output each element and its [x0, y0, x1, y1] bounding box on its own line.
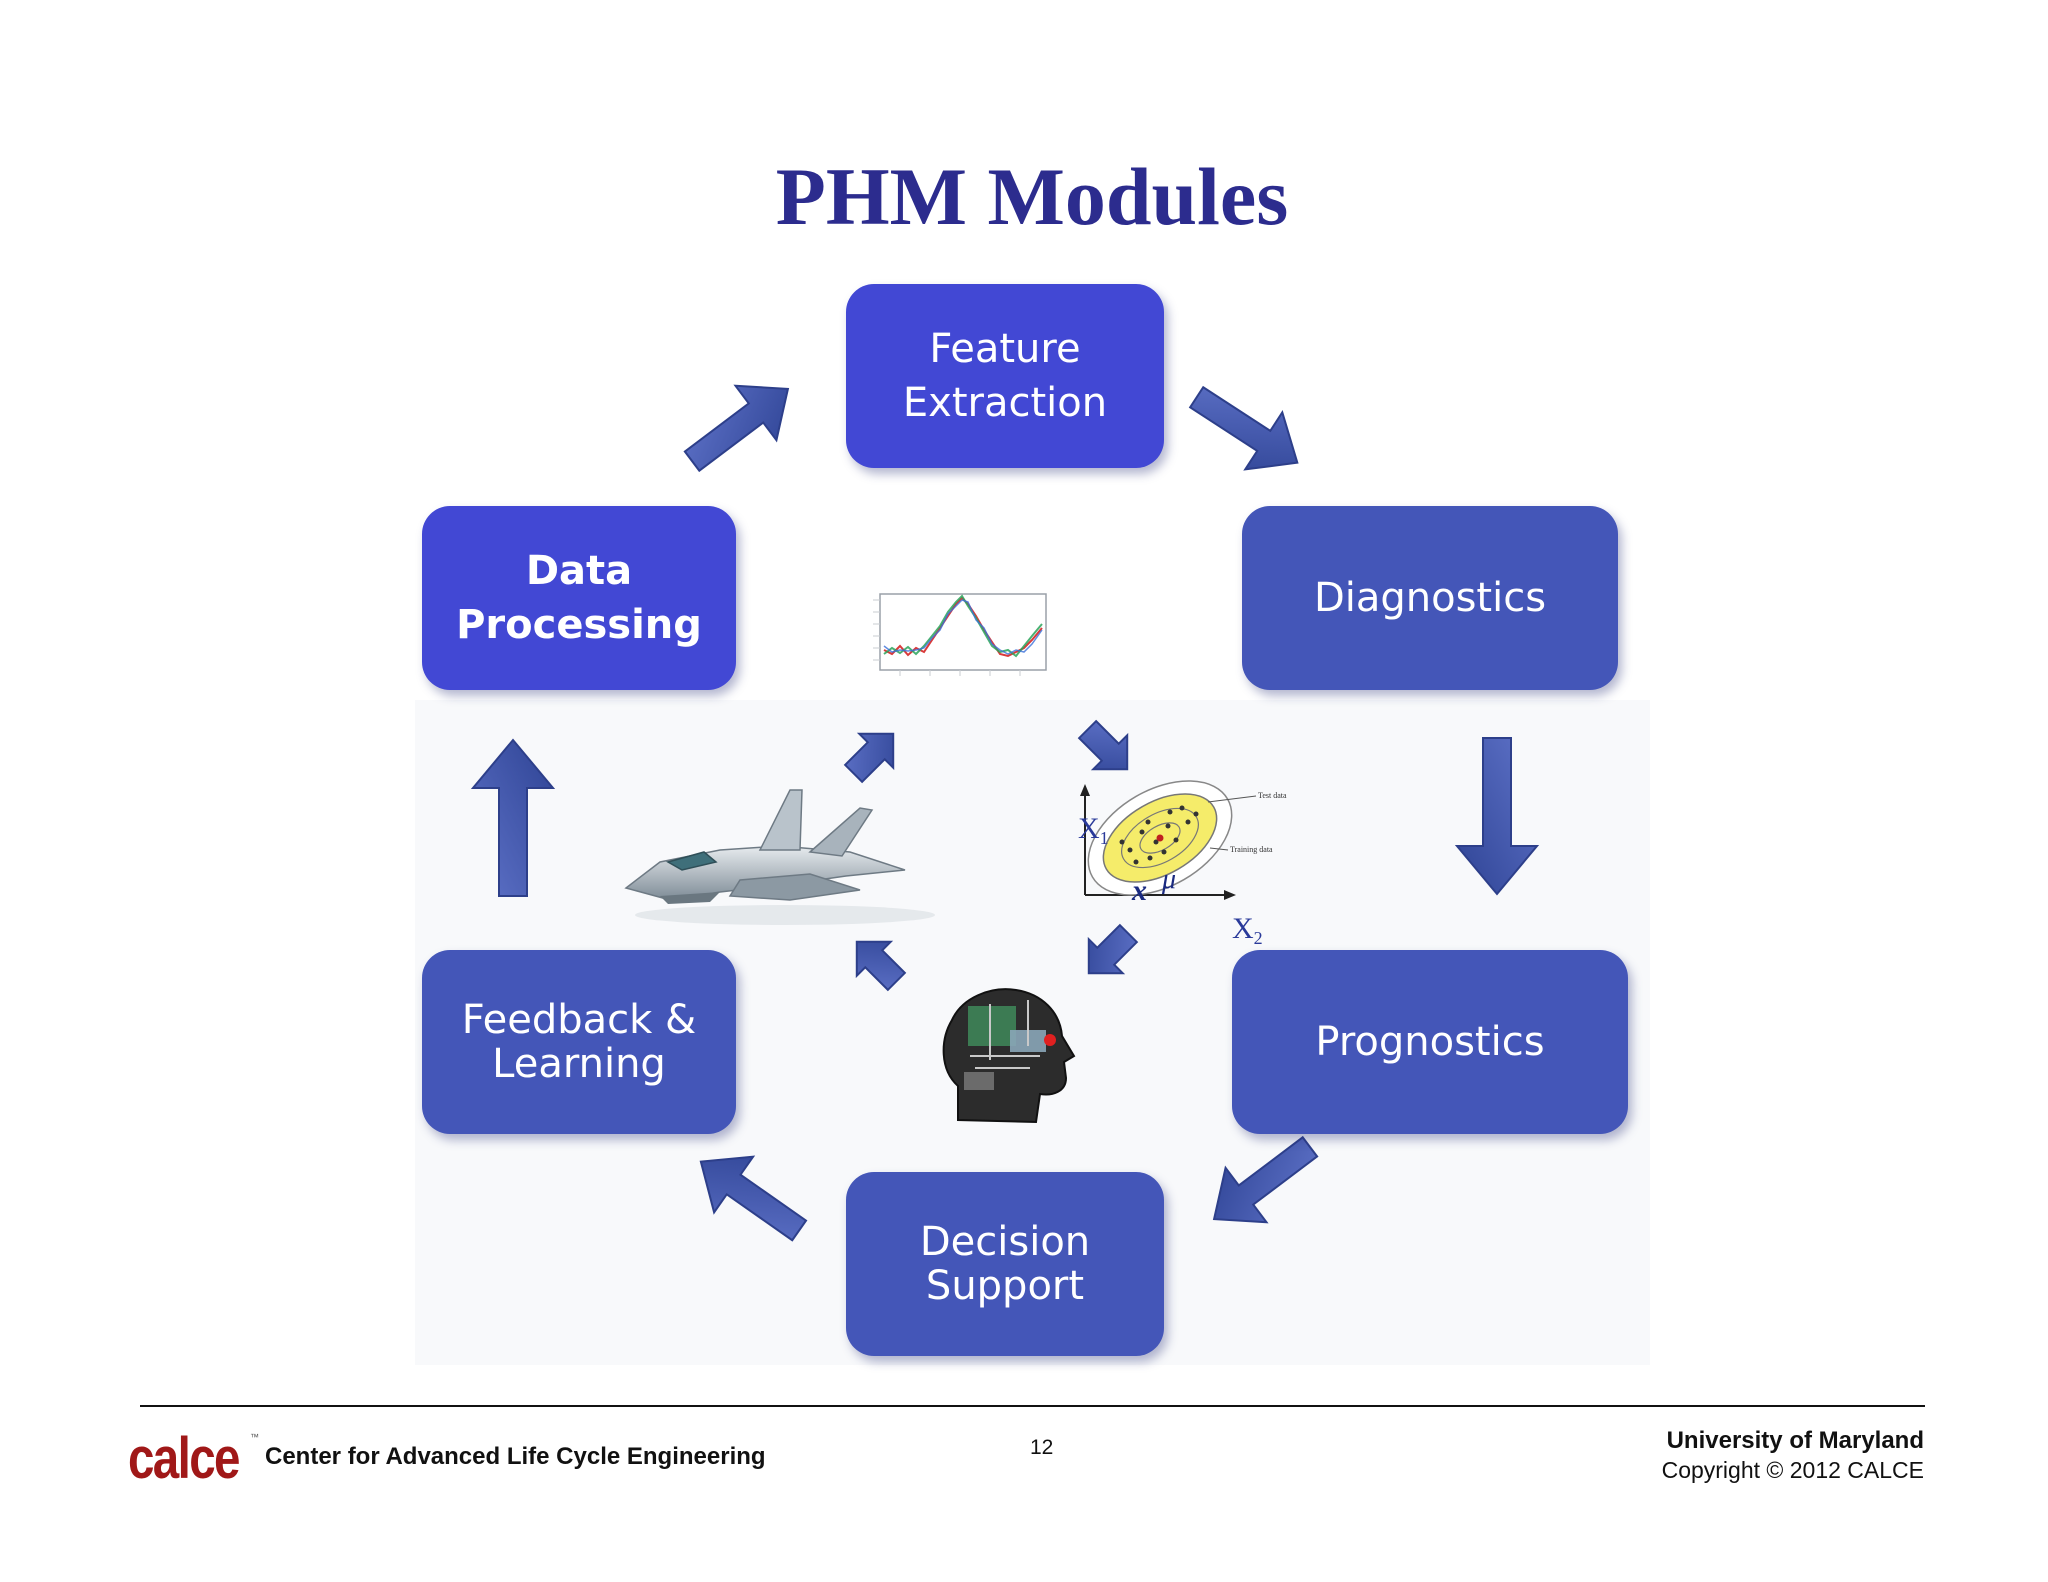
scatter-x1-label: X1 [1078, 812, 1109, 848]
signal-plot-thumbnail [873, 593, 1047, 676]
arrow-diagnostics-to-prognostics [1454, 737, 1540, 896]
inner-arrow-top-left [843, 732, 895, 784]
module-label-line: Data [525, 548, 633, 594]
inner-arrow-bottom-right [1087, 923, 1139, 975]
module-label-line: Extraction [902, 380, 1108, 426]
circuit-head-image [942, 988, 1076, 1124]
arrow-feedback-to-data [470, 738, 556, 897]
scatter-test-data-label: Test data [1258, 791, 1287, 800]
clustering-scatter-plot: X1 X2 μ x Test data Training data [1078, 780, 1287, 948]
module-label-line: Decision [919, 1219, 1091, 1265]
calce-logo: calce [128, 1426, 240, 1491]
module-label-line: Processing [456, 602, 702, 648]
module-prognostics: Prognostics [1232, 950, 1628, 1134]
jet-aircraft-image [624, 789, 935, 925]
scatter-training-data-label: Training data [1230, 845, 1273, 854]
page-number: 12 [1030, 1436, 1054, 1459]
footer-divider [140, 1405, 1925, 1407]
slide-title: PHM Modules [775, 151, 1289, 242]
copyright: Copyright © 2012 CALCE [1661, 1457, 1924, 1483]
arrow-feature-to-diagnostics [1188, 385, 1299, 471]
arrow-data-to-feature [683, 384, 790, 473]
module-diagnostics: Diagnostics [1242, 506, 1618, 690]
module-label-line: Support [925, 1263, 1085, 1309]
inner-arrow-bottom-left [855, 940, 907, 992]
scatter-x-label: x [1131, 874, 1147, 907]
arrow-prognostics-to-decision [1212, 1135, 1319, 1224]
arrow-decision-to-feedback [699, 1155, 808, 1242]
scatter-mu-label: μ [1161, 864, 1176, 895]
module-label-line: Feature [929, 326, 1081, 372]
module-feedback-learning: Feedback &Learning [422, 950, 736, 1134]
module-label-line: Prognostics [1315, 1019, 1545, 1065]
module-label-line: Feedback & [461, 997, 697, 1043]
university-name: University of Maryland [1666, 1427, 1924, 1454]
module-label-line: Diagnostics [1313, 575, 1547, 621]
module-label-line: Learning [492, 1041, 666, 1087]
logo-trademark: ™ [250, 1432, 259, 1442]
scatter-x2-label: X2 [1232, 912, 1263, 948]
inner-arrow-top-right [1077, 719, 1129, 771]
center-name: Center for Advanced Life Cycle Engineeri… [265, 1443, 766, 1470]
